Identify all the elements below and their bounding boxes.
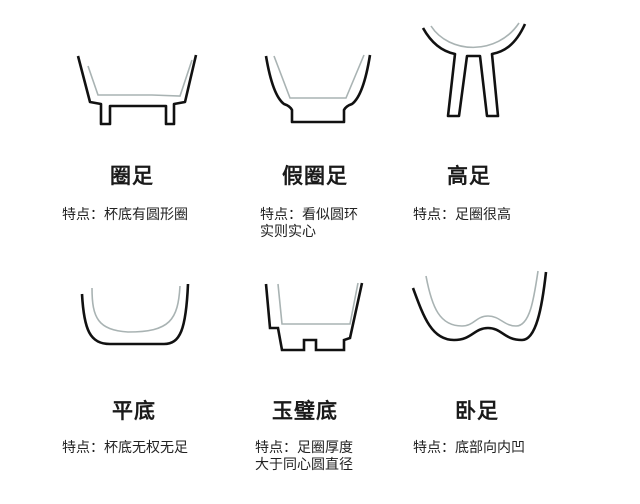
description-line: 特点：足圈厚度 [255, 440, 353, 456]
foot-type-description: 特点：看似圆环 实则实心 [260, 207, 358, 241]
foot-type-description: 特点：杯底无权无足 [62, 440, 188, 457]
description-line: 特点：足圈很高 [413, 207, 511, 223]
foot-type-title: 圈足 [110, 163, 154, 188]
foot-type-description: 特点：足圈厚度 大于同心圆直径 [255, 440, 353, 474]
description-line: 大于同心圆直径 [255, 457, 353, 473]
foot-type-title: 平底 [112, 398, 156, 423]
false-ring-foot-cross-section-icon [260, 50, 380, 130]
foot-type-description: 特点：底部向内凹 [413, 440, 525, 457]
description-line: 实则实心 [260, 224, 316, 240]
description-line: 特点：杯底有圆形圈 [62, 207, 188, 223]
foot-type-description: 特点：杯底有圆形圈 [62, 207, 188, 224]
description-line: 特点：杯底无权无足 [62, 440, 188, 456]
ring-foot-cross-section-icon [70, 50, 200, 140]
flat-bottom-cross-section-icon [78, 280, 198, 350]
foot-type-title: 玉璧底 [272, 398, 338, 423]
jade-disc-bottom-cross-section-icon [262, 280, 372, 360]
foot-type-title: 卧足 [455, 398, 499, 423]
concave-foot-cross-section-icon [410, 268, 550, 348]
high-foot-cross-section-icon [415, 18, 535, 123]
foot-type-description: 特点：足圈很高 [413, 207, 511, 224]
description-line: 特点：看似圆环 [260, 207, 358, 223]
foot-type-title: 高足 [447, 163, 491, 188]
description-line: 特点：底部向内凹 [413, 440, 525, 456]
foot-type-title: 假圈足 [282, 163, 348, 188]
